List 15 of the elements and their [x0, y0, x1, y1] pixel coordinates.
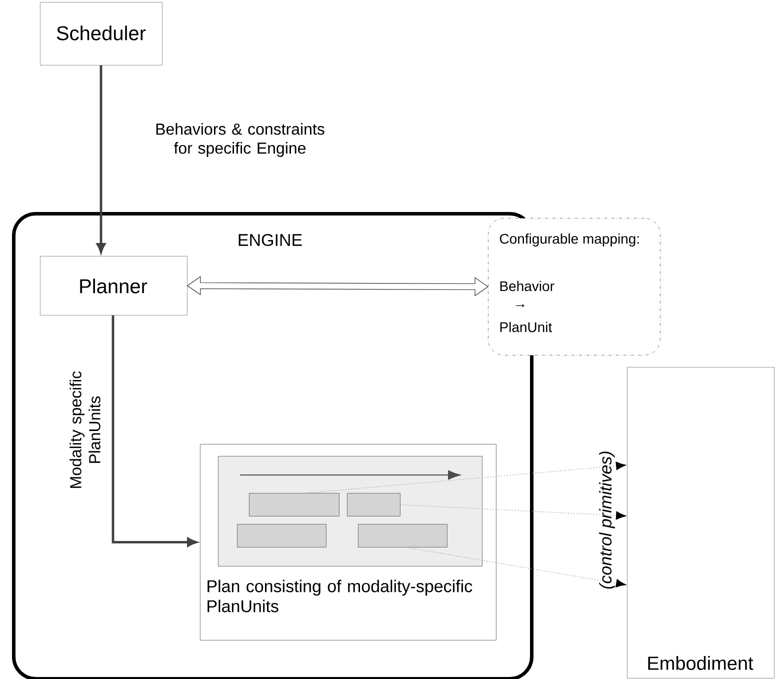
plan-unit-box	[237, 524, 326, 548]
arrow	[96, 65, 106, 253]
plan-unit-box	[347, 493, 400, 516]
arrow	[406, 547, 626, 588]
arrow	[400, 504, 626, 520]
edge-label: Behaviors & constraints for specific Engine	[156, 123, 324, 157]
embodiment-box: Embodiment	[627, 367, 774, 678]
mapping-box: Configurable mapping: Behavior → PlanUnit	[488, 218, 660, 356]
planner-box: Planner	[40, 256, 188, 316]
edge-label: Modality specific PlanUnits	[70, 371, 100, 488]
scheduler-box: Scheduler	[40, 2, 162, 66]
plan-unit-box	[249, 493, 340, 516]
side-label: (control primitives)	[599, 452, 615, 589]
plan-unit-box	[358, 524, 448, 548]
arrow	[306, 462, 626, 494]
